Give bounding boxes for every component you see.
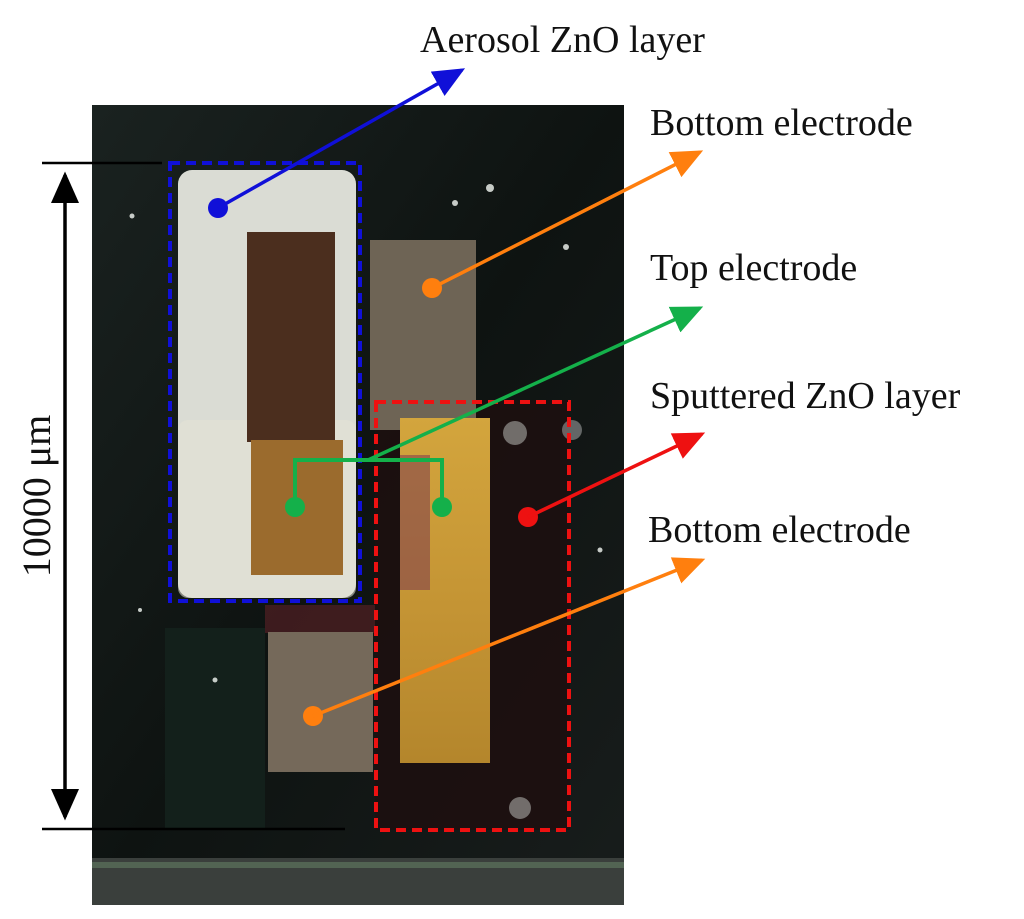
top-electrode-arrow <box>367 306 704 462</box>
scale-bar-label: 10000 μm <box>14 415 59 578</box>
sputtered-region-box <box>374 400 571 832</box>
substrate-pink-strip <box>265 605 375 633</box>
top-electrode-dot-right <box>432 497 452 517</box>
annotation-bottom-electrode-upper: Bottom electrode <box>422 102 913 298</box>
scale-bar: 10000 μm <box>14 161 345 831</box>
top-electrode-upper-pad <box>247 232 335 442</box>
label-bottom-electrode-lower: Bottom electrode <box>648 509 911 551</box>
substrate-lower-left-region <box>165 628 265 828</box>
bottom-electrode-lower-pad <box>268 632 373 772</box>
aerosol-leader-arrow <box>217 68 466 210</box>
sputtered-leader-arrow <box>527 432 706 519</box>
substrate-edge-highlight <box>92 862 624 868</box>
bottom-electrode-upper-arrow <box>431 150 704 290</box>
bottom-electrode-upper-pad <box>370 240 476 430</box>
annotation-bottom-electrode-lower: Bottom electrode <box>303 509 911 726</box>
label-aerosol-zno: Aerosol ZnO layer <box>420 19 705 61</box>
top-electrode-dot-left <box>285 497 305 517</box>
surface-speckles <box>129 184 603 819</box>
bottom-electrode-lower-arrow <box>312 557 706 718</box>
annotation-sputtered-zno: Sputtered ZnO layer <box>518 375 961 527</box>
label-top-electrode: Top electrode <box>650 247 857 289</box>
annotation-top-electrode: Top electrode <box>285 247 857 517</box>
sputtered-strip-purple-tint <box>400 455 430 590</box>
label-sputtered-zno: Sputtered ZnO layer <box>650 375 961 417</box>
aerosol-region-box <box>168 161 362 603</box>
annotation-aerosol-zno: Aerosol ZnO layer <box>208 19 705 218</box>
label-bottom-electrode-upper: Bottom electrode <box>650 102 913 144</box>
